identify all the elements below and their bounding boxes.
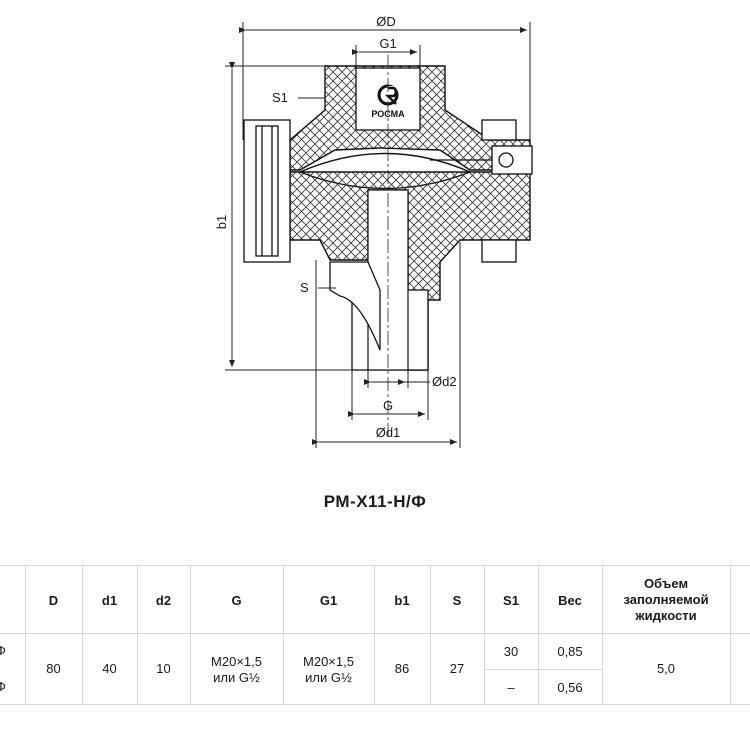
label-od: ØD [376,14,396,29]
dimension-g [348,370,429,420]
header-d: D [48,593,59,608]
value-d1: 40 [102,661,117,676]
label-od1: Ød1 [376,425,401,440]
dimension-b1 [225,62,352,371]
value-s: 27 [449,661,465,676]
dimension-od [239,22,531,140]
label-od2: Ød2 [432,374,457,389]
value-s1-row2: – [507,680,515,695]
col-divider [374,565,375,705]
table-top-border [0,565,750,566]
header-s1: S1 [503,593,519,608]
dimension-d2 [364,370,430,388]
col-divider [602,565,603,705]
col-divider [190,565,191,705]
right-bolts [430,119,533,263]
value-weight-row1: 0,85 [557,644,583,659]
col-divider [484,565,485,705]
hex-nut [329,261,381,351]
value-g-line2: или G½ [213,670,260,685]
col-divider [283,565,284,705]
label-g: G [383,398,393,413]
col-divider [430,565,431,705]
label-g1: G1 [379,36,396,51]
col-divider [25,565,26,705]
value-g1-line2: или G½ [305,670,352,685]
row-prefix-1: Ф [0,643,6,658]
product-title: РМ-Х11-Н/Ф [323,492,427,511]
label-b1: b1 [214,215,229,229]
left-bolt [243,119,291,263]
row-split-line [484,669,602,670]
header-weight: Вес [558,593,582,608]
header-g: G [231,593,242,608]
col-divider [82,565,83,705]
value-s1-row1: 30 [503,644,519,659]
header-g1: G1 [319,593,338,608]
value-weight-row2: 0,56 [557,680,583,695]
dimension-g1 [352,45,421,68]
label-s: S [300,280,309,295]
col-divider [538,565,539,705]
header-s: S [452,593,462,608]
row-prefix-2: Ф [0,679,6,694]
value-g1-line1: М20×1,5 [303,654,354,669]
technical-drawing: ØD G1 РОСМА S1 [214,14,533,448]
table-bottom-border [0,704,750,705]
header-d2: d2 [155,593,172,608]
header-b1: b1 [394,593,410,608]
value-volume: 5,0 [656,661,676,676]
value-d: 80 [46,661,61,676]
col-divider [730,565,731,705]
header-d1: d1 [101,593,118,608]
dimension-d1 [312,242,461,448]
header-volume: Объем заполняемой жидкости [623,576,709,623]
value-d2: 10 [156,661,171,676]
col-divider [137,565,138,705]
value-g-line1: М20×1,5 [211,654,262,669]
table-header-divider [0,633,750,634]
label-s1: S1 [272,90,288,105]
value-b1: 86 [394,661,410,676]
